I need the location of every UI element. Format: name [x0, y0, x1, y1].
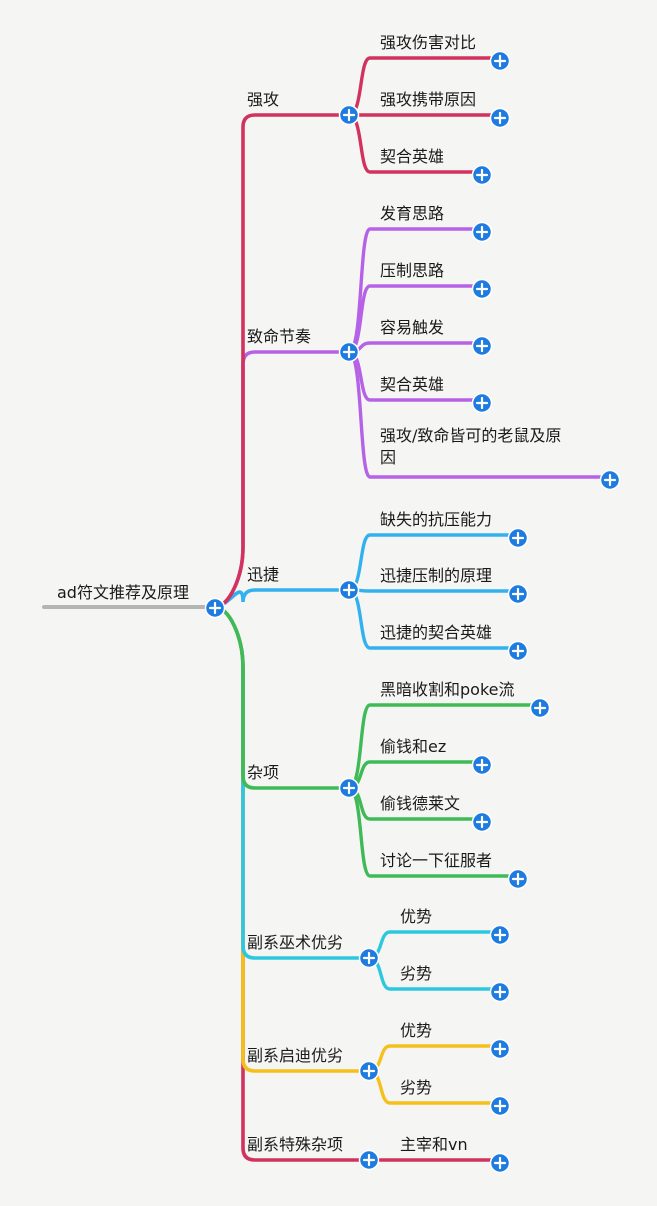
child-label: 偷钱德莱文 [380, 794, 460, 813]
child-label: 优势 [400, 907, 432, 926]
branch-label: 副系启迪优劣 [247, 1046, 343, 1065]
child-label: 强攻携带原因 [380, 90, 476, 109]
child-connector [367, 956, 502, 991]
child-label: 黑暗收割和poke流 [380, 680, 515, 699]
branch-label: 致命节奏 [247, 327, 311, 346]
expand-button[interactable] [471, 754, 493, 776]
root-label: ad符文推荐及原理 [57, 583, 189, 602]
expand-button[interactable] [471, 221, 493, 243]
child-label: 强攻伤害对比 [380, 33, 476, 52]
child-label: 优势 [400, 1021, 432, 1040]
child-label: 劣势 [400, 1078, 432, 1097]
expand-button[interactable] [471, 278, 493, 300]
expand-button[interactable] [529, 697, 551, 719]
branch-label: 副系特殊杂项 [247, 1135, 343, 1154]
child-label: 偷钱和ez [380, 737, 446, 756]
branch-expand-button[interactable] [338, 777, 360, 799]
child-label: 迅捷的契合英雄 [380, 623, 492, 642]
branch-expand-button[interactable] [338, 104, 360, 126]
child-label: 契合英雄 [380, 147, 444, 166]
child-label: 容易触发 [380, 318, 444, 337]
expand-button[interactable] [489, 924, 511, 946]
child-label: 迅捷压制的原理 [380, 566, 492, 585]
child-connector [367, 1044, 502, 1073]
expand-button[interactable] [507, 583, 529, 605]
branch-connector [213, 113, 351, 609]
connector-lines [42, 56, 612, 1162]
branch-expand-button[interactable] [338, 579, 360, 601]
child-label: 契合英雄 [380, 375, 444, 394]
branch-label: 迅捷 [247, 565, 279, 584]
expand-button[interactable] [471, 392, 493, 414]
expand-button[interactable] [507, 640, 529, 662]
expand-button[interactable] [599, 469, 621, 491]
expand-button[interactable] [471, 811, 493, 833]
child-connector [347, 760, 484, 790]
branch-connector [213, 350, 351, 609]
branch-expand-button[interactable] [358, 1060, 380, 1082]
branch-connector [213, 588, 351, 609]
expand-button[interactable] [489, 1095, 511, 1117]
node-labels: ad符文推荐及原理副系特殊杂项主宰和vn副系启迪优劣优势劣势副系巫术优劣优势劣势… [57, 33, 561, 1154]
child-label: 劣势 [400, 964, 432, 983]
child-connector [367, 1069, 502, 1105]
expand-button[interactable] [489, 1152, 511, 1174]
root-expand-button[interactable] [204, 597, 226, 619]
branch-connector [213, 605, 351, 790]
branch-expand-button[interactable] [358, 947, 380, 969]
branch-connector [213, 605, 371, 1073]
expand-button[interactable] [471, 164, 493, 186]
expand-button[interactable] [507, 868, 529, 890]
expand-buttons [204, 50, 621, 1174]
branch-label: 强攻 [247, 90, 279, 109]
branch-label: 副系巫术优劣 [247, 933, 343, 952]
expand-button[interactable] [489, 1038, 511, 1060]
child-connector [347, 341, 484, 354]
expand-button[interactable] [471, 335, 493, 357]
expand-button[interactable] [489, 50, 511, 72]
child-connector [367, 930, 502, 960]
child-label: 发育思路 [380, 204, 444, 223]
branch-expand-button[interactable] [358, 1149, 380, 1171]
expand-button[interactable] [489, 981, 511, 1003]
child-label: 压制思路 [380, 261, 444, 280]
child-label: 讨论一下征服者 [380, 851, 492, 870]
expand-button[interactable] [507, 527, 529, 549]
branch-label: 杂项 [247, 763, 279, 782]
child-label: 强攻/致命皆可的老鼠及原因 [380, 426, 561, 467]
branch-expand-button[interactable] [338, 341, 360, 363]
branch-connector [213, 605, 371, 1162]
expand-button[interactable] [489, 107, 511, 129]
child-label: 主宰和vn [400, 1135, 468, 1154]
child-connector [347, 588, 520, 593]
child-label: 缺失的抗压能力 [380, 510, 492, 529]
